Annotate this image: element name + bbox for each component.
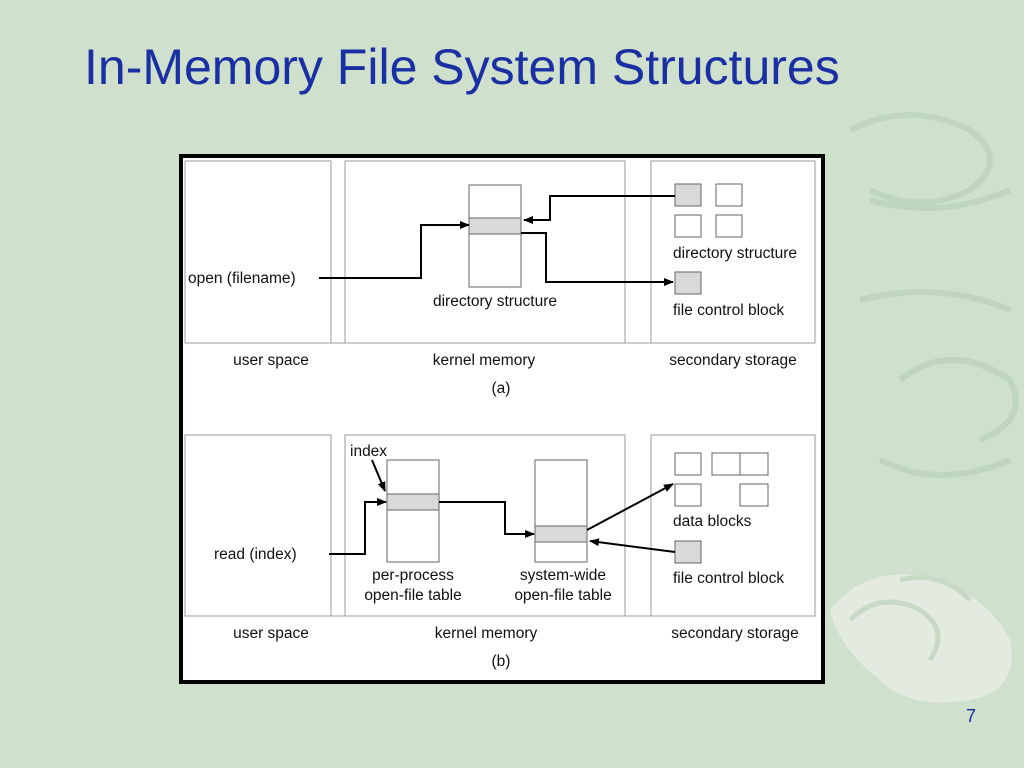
data-block — [739, 483, 769, 507]
kernel-directory-label: directory structure — [433, 293, 557, 310]
fcb-label: file control block — [673, 570, 784, 587]
data-blocks-label: data blocks — [673, 513, 752, 530]
read-call-label: read (index) — [214, 546, 297, 563]
index-pointer-arrow — [371, 459, 386, 492]
data-block — [674, 452, 702, 476]
system-wide-table-entry — [534, 525, 588, 543]
diagram-a: directory structure directory structure … — [184, 160, 816, 397]
open-to-directory-arrow — [319, 221, 470, 279]
footer-secondary-storage: secondary storage — [669, 352, 797, 369]
storage-dir-label: directory structure — [673, 245, 797, 262]
per-process-table-entry — [386, 493, 440, 511]
system-wide-label-line2: open-file table — [514, 587, 611, 604]
page-number: 7 — [966, 706, 977, 726]
data-block — [711, 452, 741, 476]
read-to-per-process-arrow — [329, 498, 387, 555]
per-process-to-system-wide-arrow — [439, 501, 535, 538]
system-wide-label-line1: system-wide — [520, 567, 606, 584]
storage-dir-block — [715, 183, 743, 207]
diagram-b: per-process open-file table system-wide … — [184, 434, 816, 670]
per-process-table — [386, 459, 440, 563]
per-process-label-line1: per-process — [372, 567, 454, 584]
fcb-to-system-wide-arrow — [589, 538, 676, 553]
system-wide-to-data-arrow — [586, 483, 674, 531]
storage-fcb-block — [674, 271, 702, 295]
kernel-directory-entry — [468, 217, 522, 235]
footer-kernel-memory: kernel memory — [435, 625, 538, 642]
fcb-block — [674, 540, 702, 564]
open-call-label: open (filename) — [188, 270, 296, 287]
storage-dir-block — [674, 214, 702, 238]
storage-dir-block — [674, 183, 702, 207]
index-label: index — [350, 443, 387, 460]
per-process-label-line2: open-file table — [364, 587, 461, 604]
footer-user-space: user space — [233, 352, 309, 369]
system-wide-table — [534, 459, 588, 563]
data-block — [674, 483, 702, 507]
footer-secondary-storage: secondary storage — [671, 625, 799, 642]
data-block — [739, 452, 769, 476]
directory-to-fcb-arrow — [521, 232, 674, 286]
caption-b: (b) — [492, 653, 511, 670]
diagram-figure: directory structure directory structure … — [179, 154, 825, 684]
storage-to-directory-arrow — [523, 195, 675, 224]
kernel-directory-table — [468, 184, 522, 288]
caption-a: (a) — [492, 380, 511, 397]
footer-kernel-memory: kernel memory — [433, 352, 536, 369]
footer-user-space: user space — [233, 625, 309, 642]
storage-fcb-label: file control block — [673, 302, 784, 319]
slide-title: In-Memory File System Structures — [84, 39, 840, 95]
diagram-canvas: directory structure directory structure … — [183, 158, 821, 680]
storage-dir-block — [715, 214, 743, 238]
